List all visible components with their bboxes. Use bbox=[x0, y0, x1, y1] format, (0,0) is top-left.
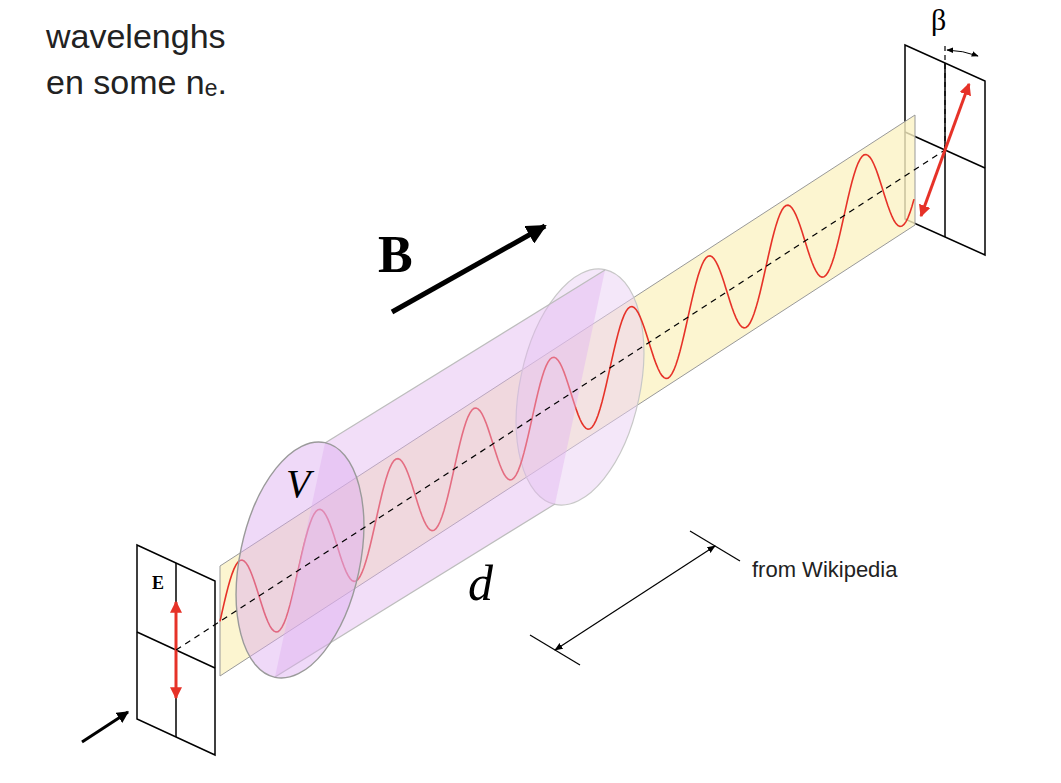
output-frame bbox=[905, 45, 985, 255]
field-label: B bbox=[378, 226, 413, 283]
propagation-axis bbox=[176, 150, 945, 650]
slide-text: wavelenghs bbox=[46, 18, 226, 55]
rotated-e-vector bbox=[921, 84, 969, 216]
field-arrow bbox=[392, 226, 545, 312]
angle-arc bbox=[947, 50, 978, 56]
reference-line bbox=[944, 45, 945, 150]
angle-label: β bbox=[931, 3, 946, 36]
source-note: from Wikipedia bbox=[752, 558, 897, 582]
length-label: d bbox=[468, 556, 493, 611]
field-label: E bbox=[152, 574, 164, 594]
cylinder-front bbox=[216, 430, 383, 690]
slide-text: en some nₑ. bbox=[46, 64, 227, 101]
volume-label: V bbox=[286, 462, 310, 506]
incoming-arrow bbox=[82, 712, 128, 742]
length-dimension bbox=[530, 531, 740, 665]
